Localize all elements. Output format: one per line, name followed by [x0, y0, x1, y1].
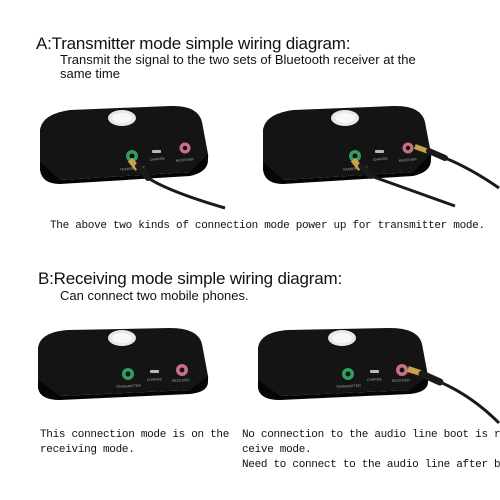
section-b-note-right-line1: No connection to the audio line boot is …	[242, 429, 500, 441]
port-label-charge: CHARGE	[147, 377, 163, 382]
audio-cable-icon	[350, 157, 456, 208]
charge-port-icon	[152, 150, 161, 153]
port-label-transmitter: TRANSMITTER	[336, 384, 362, 389]
port-label-receiver: RECEIVER	[399, 157, 418, 163]
section-b-subtitle: Can connect two mobile phones.	[60, 288, 249, 303]
section-b-note-right-line3: Need to connect to the audio line after …	[242, 459, 500, 471]
section-a-subtitle-line2: same time	[60, 66, 120, 81]
port-label-charge: CHARGE	[150, 156, 166, 162]
port-label-transmitter: TRANSMITTER	[343, 165, 369, 172]
section-b-note-left-line1: This connection mode is on the	[40, 429, 230, 441]
port-label-receiver: RECEIVER	[392, 378, 411, 383]
receiver-device-right: TRANSMITTER CHARGE RECEIVER	[258, 328, 500, 425]
section-b-note-right-line2: ceive mode.	[242, 444, 312, 456]
receiver-device-left: TRANSMITTER CHARGE RECEIVER	[38, 328, 209, 400]
audio-cable-icon	[413, 144, 500, 190]
audio-cable-icon	[407, 366, 500, 425]
section-b-note-left-line2: receiving mode.	[40, 444, 135, 456]
port-label-transmitter: TRANSMITTER	[116, 384, 142, 389]
port-label-charge: CHARGE	[373, 156, 389, 162]
transmitter-device-left: TRANSMITTER CHARGE RECEIVER	[40, 105, 226, 210]
transmitter-device-right: TRANSMITTER CHARGE RECEIVER	[263, 105, 500, 208]
port-label-charge: CHARGE	[367, 377, 383, 382]
section-a-heading: A:Transmitter mode simple wiring diagram…	[36, 34, 351, 53]
port-label-receiver: RECEIVER	[176, 157, 195, 163]
section-b-heading: B:Receiving mode simple wiring diagram:	[38, 269, 342, 288]
charge-port-icon	[370, 370, 379, 373]
section-a-note: The above two kinds of connection mode p…	[50, 220, 485, 232]
charge-port-icon	[150, 370, 159, 373]
charge-port-icon	[375, 150, 384, 153]
port-label-transmitter: TRANSMITTER	[120, 165, 146, 172]
audio-cable-icon	[127, 157, 226, 210]
port-label-receiver: RECEIVER	[172, 378, 191, 383]
section-a-subtitle-line1: Transmit the signal to the two sets of B…	[60, 52, 416, 67]
